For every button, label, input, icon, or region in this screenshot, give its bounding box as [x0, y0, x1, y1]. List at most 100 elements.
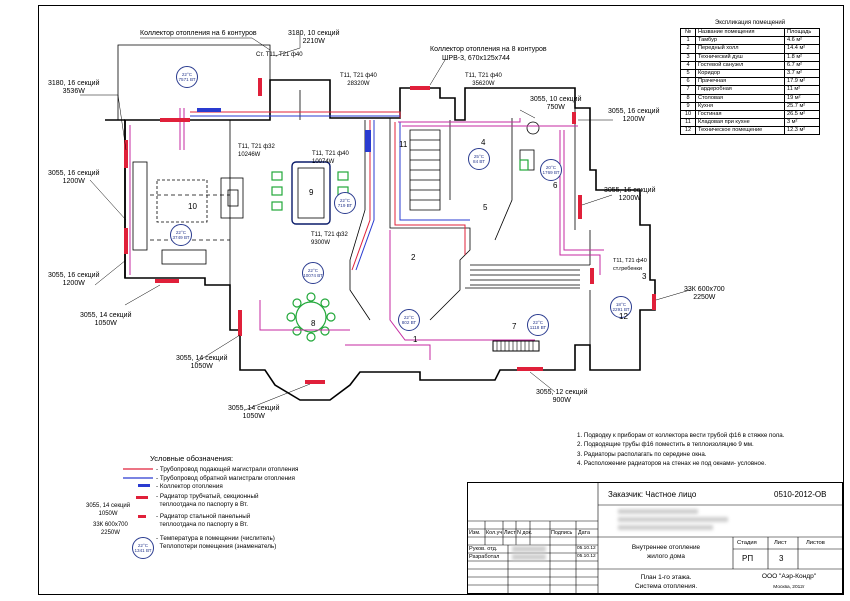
city-year: Москва, 2012г: [773, 585, 805, 590]
address-blur: [618, 525, 713, 530]
legend-radiator-tube-mark: [136, 496, 148, 499]
date-1: 05.10.12: [577, 546, 596, 551]
table-cell: Тамбур: [695, 36, 785, 46]
table-header-cell: №: [680, 27, 696, 38]
note-item: 4. Расположение радиаторов на стенах не …: [577, 459, 767, 467]
room-number: 7: [512, 322, 517, 331]
table-cell: 26.5 м²: [784, 109, 820, 120]
table-cell: 2: [680, 44, 696, 54]
table-cell: Технический душ: [695, 52, 785, 62]
general-notes: 1. Подводку к приборам от коллектора вес…: [577, 431, 784, 468]
room-number: 11: [399, 140, 408, 149]
table-cell: Столовая: [695, 93, 785, 103]
legend-radiator-panel: - Радиатор стальной панельный теплоотдач…: [156, 513, 251, 528]
room-number: 1: [413, 335, 418, 344]
table-cell: Кухня: [695, 101, 785, 111]
razrab-label: Разработал: [469, 554, 500, 560]
table-cell: 8: [680, 93, 696, 103]
table-cell: Гостевой санузел: [695, 60, 785, 70]
legend-title: Условные обозначения:: [150, 454, 234, 463]
legend-collector-mark: [138, 484, 150, 487]
table-cell: 3.7 м²: [784, 68, 820, 79]
table-cell: 25.7 м²: [784, 101, 820, 111]
table-cell: 4: [680, 60, 696, 70]
signature-blur: [512, 546, 546, 552]
room-number: 10: [188, 202, 197, 211]
title-block-grid: [468, 483, 844, 595]
table-cell: 1.8 м²: [784, 52, 820, 62]
table-cell: 17.9 м²: [784, 77, 820, 87]
table-cell: 9: [680, 101, 696, 111]
table-cell: 11: [680, 118, 696, 128]
sheets-header: Листов: [806, 540, 825, 546]
table-cell: 3: [680, 52, 696, 62]
col-izm: Изм.: [469, 530, 481, 536]
sheet-header: Лист: [774, 540, 787, 546]
table-cell: Гостиная: [695, 109, 785, 120]
col-ndok: N док.: [517, 530, 533, 536]
table-cell: 5: [680, 68, 696, 79]
col-data: Дата: [578, 530, 590, 536]
legend-supply: - Трубопровод подающей магистрали отопле…: [156, 466, 299, 473]
table-cell: 6: [680, 77, 696, 87]
room-number: 6: [553, 181, 558, 190]
col-podpis: Подпись: [551, 530, 573, 536]
document-code: 0510-2012-ОВ: [774, 490, 827, 499]
pipe-label-st: Ст. Т11, Т21 ф40: [256, 52, 303, 58]
table-header-cell: Название помещения: [695, 27, 785, 38]
organization: ООО "Аэр-Кондр": [761, 573, 817, 580]
table-cell: Гардеробная: [695, 85, 785, 95]
customer-label: Заказчик: Частное лицо: [608, 490, 697, 499]
address-blur: [618, 517, 728, 522]
note-item: 2. Подводящие трубы ф16 поместить в тепл…: [577, 441, 754, 449]
table-cell: 19 м²: [784, 93, 820, 103]
collector-8-model: ШРВ-3, 670х125х744: [442, 55, 510, 62]
table-cell: 14.4 м²: [784, 44, 820, 54]
room-number: 2: [411, 253, 416, 262]
stage-header: Стадия: [737, 540, 757, 546]
plan-title: План 1-го этажа.Система отопления.: [634, 574, 698, 590]
table-header-row: № Название помещения Площадь: [680, 27, 820, 38]
legend-radiator-panel-mark: [138, 515, 146, 518]
title-block: Заказчик: Частное лицо 0510-2012-ОВ Изм.…: [467, 482, 844, 595]
legend-return: - Трубопровод обратной магистрали отопле…: [156, 475, 295, 482]
signature-blur: [512, 554, 546, 560]
table-cell: 4.6 м²: [784, 36, 820, 46]
room-number: 9: [309, 188, 314, 197]
table-cell: 7: [680, 85, 696, 95]
date-2: 05.10.12: [577, 554, 596, 559]
collector-8-label: Коллектор отопления на 8 контуров: [430, 46, 547, 53]
room-number: 12: [619, 312, 628, 321]
